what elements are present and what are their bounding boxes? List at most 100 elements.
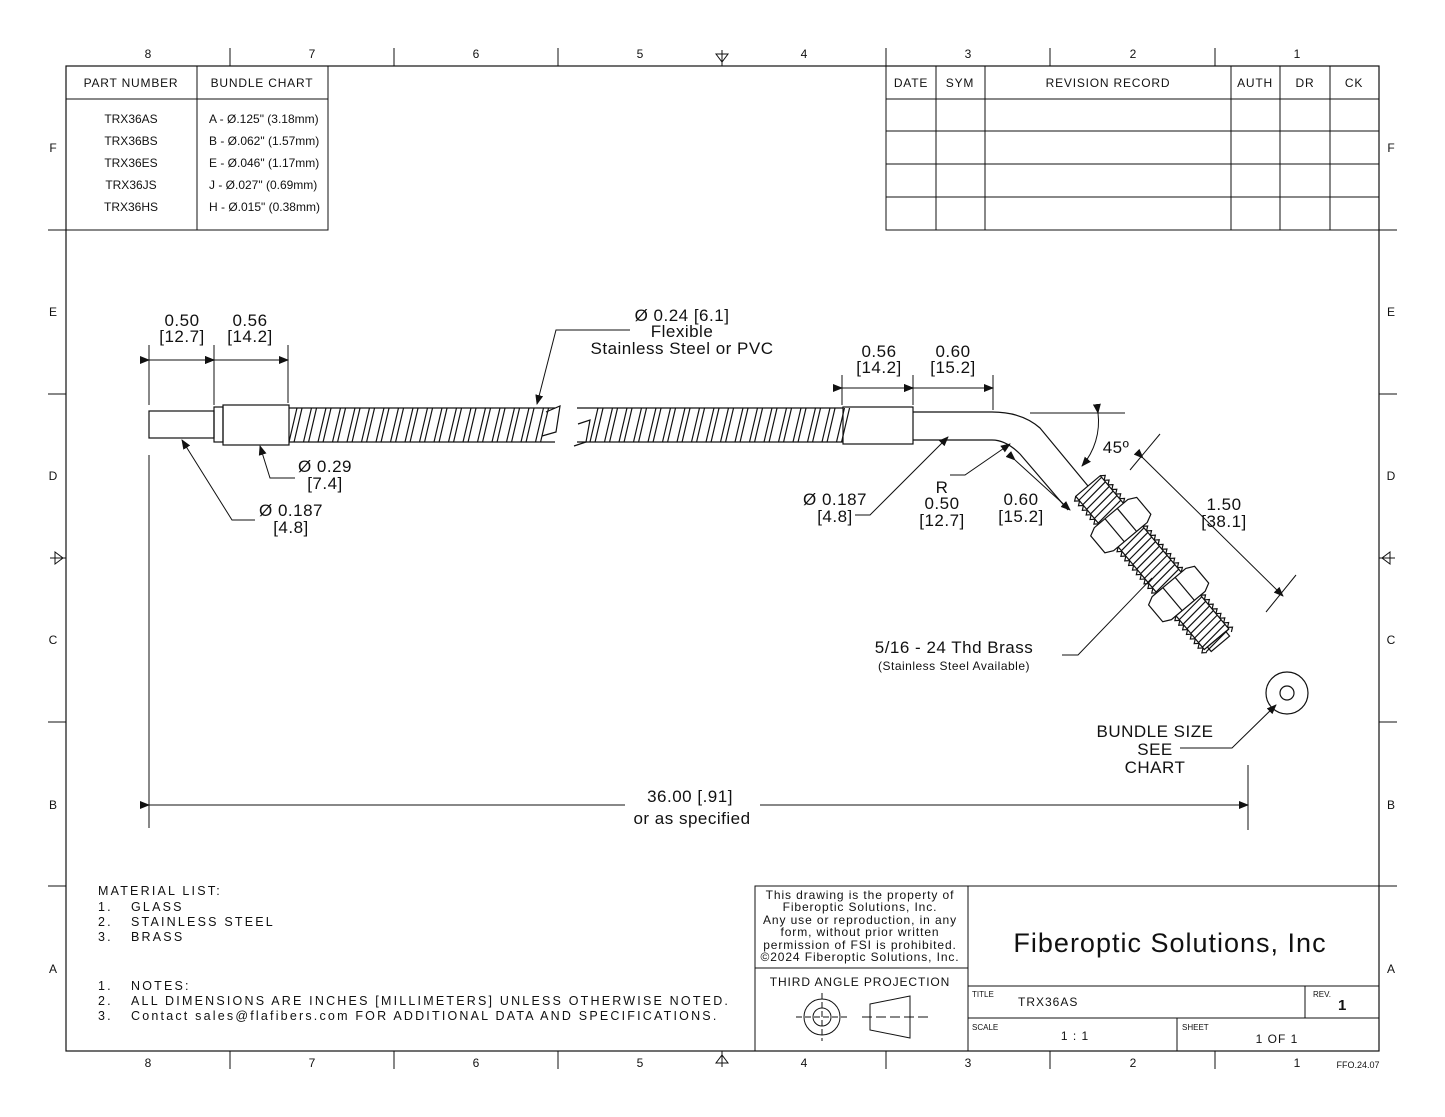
list-item: 3. <box>98 1009 113 1023</box>
dim-thread-length-mm: [38.1] <box>1201 512 1247 531</box>
dim-tip-dia: Ø 0.187 <box>259 501 323 520</box>
sheath-left-coils <box>288 407 550 443</box>
notes: 1. NOTES: 2. ALL DIMENSIONS ARE INCHES [… <box>98 979 730 1023</box>
property-notice: form, without prior written <box>780 925 939 939</box>
rev-value: 1 <box>1338 997 1346 1014</box>
zone-row-left-E: E <box>49 305 57 319</box>
thread-tooth <box>1089 493 1122 521</box>
material-list-title: MATERIAL LIST: <box>98 884 222 898</box>
bundle-chart-table: PART NUMBER BUNDLE CHART TRX36AS TRX36BS… <box>65 65 329 231</box>
sheath-coil <box>418 407 434 443</box>
dimension-lines <box>140 329 1297 830</box>
sheath-coil <box>763 407 778 443</box>
thread-spec: 5/16 - 24 Thd Brass <box>875 638 1034 657</box>
thread-tooth <box>1093 497 1126 525</box>
thread-tooth <box>1181 603 1215 631</box>
sheath-coil <box>491 407 506 443</box>
list-item: 2. <box>98 994 113 1008</box>
sheath-coil <box>647 407 662 443</box>
thread-tooth <box>1197 621 1230 649</box>
sheath-coil <box>806 407 822 443</box>
sheath-label: Ø 0.24 [6.1] <box>635 306 730 325</box>
table-cell: TRX36ES <box>104 156 157 170</box>
thread-tooth <box>1185 608 1218 636</box>
revision-record-table: DATE SYM REVISION RECORD AUTH DR CK <box>885 65 1380 231</box>
projection-label: THIRD ANGLE PROJECTION <box>770 975 951 989</box>
list-item: 1. <box>98 900 113 914</box>
zone-row-right-B: B <box>1387 798 1395 812</box>
bundle-size-label: BUNDLE SIZE <box>1097 722 1214 741</box>
table-cell: TRX36BS <box>104 134 157 148</box>
table-cell: B - Ø.062" (1.57mm) <box>209 134 319 148</box>
material-list: MATERIAL LIST: 1. GLASS 2. STAINLESS STE… <box>98 884 273 944</box>
sheath-coil <box>447 407 463 443</box>
left-tip <box>148 410 215 439</box>
dimension-labels: 0.50 [12.7] 0.56 [14.2] Ø 0.24 [6.1] Fle… <box>159 306 1247 828</box>
zone-row-left-B: B <box>49 798 57 812</box>
revision-header-date: DATE <box>894 76 928 90</box>
zone-col-bottom-1: 1 <box>1294 1056 1301 1070</box>
sheath-label: Stainless Steel or PVC <box>591 339 774 358</box>
nut-upper <box>1090 496 1152 554</box>
zone-col-top-3: 3 <box>965 47 972 61</box>
sheath-coil <box>748 407 764 443</box>
sheath-right-coils <box>589 407 851 443</box>
zone-col-bottom-3: 3 <box>965 1056 972 1070</box>
zone-col-top-4: 4 <box>801 47 808 61</box>
sheath-coil <box>520 407 535 443</box>
sheath-coil <box>462 407 477 443</box>
sheath-coil <box>676 407 691 443</box>
thread-tooth <box>1077 479 1110 507</box>
title-block: This drawing is the property of Fiberopt… <box>754 885 1380 1070</box>
sheath-coil <box>705 407 720 443</box>
nut-lower <box>1147 565 1210 623</box>
company-name: Fiberoptic Solutions, Inc <box>1013 928 1326 958</box>
thread-tooth <box>1073 474 1107 502</box>
sheath-coil <box>389 407 405 443</box>
bundle-table-header-bundle: BUNDLE CHART <box>211 76 314 90</box>
dim-right-ferrule: 0.56 <box>861 342 896 361</box>
list-item: BRASS <box>131 930 184 944</box>
property-notice: ©2024 Fiberoptic Solutions, Inc. <box>760 950 959 964</box>
zone-col-bottom-2: 2 <box>1130 1056 1137 1070</box>
sheath-coil <box>734 407 749 443</box>
sheath-coil <box>346 407 361 443</box>
list-item: NOTES: <box>131 979 191 993</box>
sheath-coil <box>433 407 448 443</box>
zone-col-top-6: 6 <box>473 47 480 61</box>
property-notice: This drawing is the property of <box>766 888 955 902</box>
cable-assembly <box>148 404 1309 715</box>
zone-row-right-C: C <box>1387 633 1396 647</box>
sheath-coil <box>288 407 303 443</box>
revision-header-dr: DR <box>1296 76 1315 90</box>
zone-row-left-A: A <box>49 962 57 976</box>
zone-ticks <box>48 48 1397 1069</box>
list-item: GLASS <box>131 900 184 914</box>
bundle-size-label: CHART <box>1125 758 1186 777</box>
dim-tip-length-mm: [12.7] <box>159 327 205 346</box>
thread-tooth <box>1193 617 1226 645</box>
dim-ferrule-length: 0.56 <box>232 311 267 330</box>
revision-header-ck: CK <box>1345 76 1363 90</box>
dim-radius-r: R <box>936 478 949 497</box>
zone-labels: 8 7 6 5 4 3 2 1 8 7 6 5 4 3 2 1 F E D C … <box>49 47 1396 1070</box>
zone-col-bottom-7: 7 <box>309 1056 316 1070</box>
sheath-coil <box>777 407 793 443</box>
thread-tooth <box>1177 598 1211 626</box>
sheath-coil <box>317 407 332 443</box>
zone-col-top-5: 5 <box>637 47 644 61</box>
dim-bend-length-mm: [15.2] <box>998 507 1044 526</box>
sheath-coil <box>505 407 521 443</box>
list-item: 1. <box>98 979 113 993</box>
revision-header-sym: SYM <box>946 76 974 90</box>
bundle-table-header-part: PART NUMBER <box>84 76 179 90</box>
dim-tip-length: 0.50 <box>164 311 199 330</box>
sheath-coil <box>331 407 347 443</box>
zone-col-bottom-4: 4 <box>801 1056 808 1070</box>
sheath-coil <box>302 407 318 443</box>
zone-col-bottom-6: 6 <box>473 1056 480 1070</box>
dim-ferrule-dia-mm: [7.4] <box>307 474 343 493</box>
list-item: ALL DIMENSIONS ARE INCHES [MILLIMETERS] … <box>131 994 730 1008</box>
table-cell: H - Ø.015" (0.38mm) <box>209 200 320 214</box>
